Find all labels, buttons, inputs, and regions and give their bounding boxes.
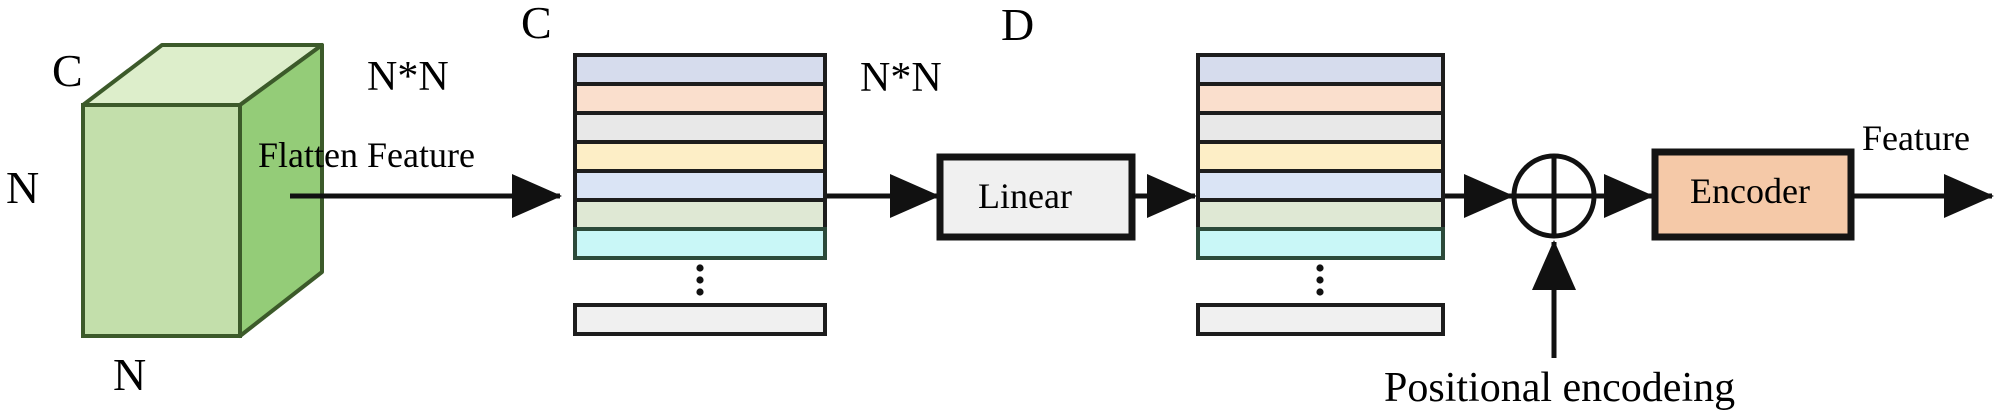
stack-c-band-2	[573, 111, 827, 144]
stack-d-band-4	[1196, 169, 1445, 202]
cube-width-label: N	[113, 349, 147, 400]
stack-d-band-1	[1196, 82, 1445, 115]
stack-c-tail-row	[573, 303, 827, 336]
stack-c-ellipsis-dot-2	[696, 276, 704, 284]
stack-c-band-4	[573, 169, 827, 202]
input-cube	[81, 43, 324, 338]
stack-c-band-3	[573, 140, 827, 173]
stack-c-band-6	[573, 227, 827, 260]
stack-d-tail-row	[1196, 303, 1445, 336]
encoder-block[interactable]	[1651, 148, 1855, 241]
stack-c	[573, 53, 827, 336]
positional-encoding-label: Positional encodeing	[1384, 365, 1736, 411]
stack-d-band-6	[1196, 227, 1445, 260]
feature-output-label: Feature	[1862, 118, 1970, 158]
stack-d	[1196, 53, 1445, 336]
stack-d-ellipsis-dot-1	[1316, 264, 1324, 272]
stack-d-band-5	[1196, 198, 1445, 231]
stack-c-ellipsis-dot-3	[696, 288, 704, 296]
stack-d-band-2	[1196, 111, 1445, 144]
stack-c-band-0	[573, 53, 827, 86]
stack-d-header-label: D	[1001, 0, 1035, 50]
circled-plus-icon	[1511, 153, 1597, 239]
stack-d-band-0	[1196, 53, 1445, 86]
encoder-block-label: Encoder	[1690, 171, 1810, 211]
cube-depth-label: C	[52, 45, 83, 96]
stack-c-band-1	[573, 82, 827, 115]
stack-c-header-label: C	[521, 0, 552, 48]
linear-block-label: Linear	[978, 176, 1072, 216]
linear-block[interactable]	[936, 153, 1136, 241]
flatten-feature-label: Flatten Feature	[258, 135, 475, 175]
stack-d-ellipsis-dot-2	[1316, 276, 1324, 284]
stack-d-ellipsis-dot-3	[1316, 288, 1324, 296]
stack-c-band-5	[573, 198, 827, 231]
cube-height-label: N	[6, 162, 40, 213]
stack-d-rows-label: N*N	[860, 55, 942, 101]
cube-front-face	[81, 103, 242, 338]
stack-c-ellipsis-dot-1	[696, 264, 704, 272]
stack-d-band-3	[1196, 140, 1445, 173]
stack-c-rows-label: N*N	[367, 54, 449, 100]
